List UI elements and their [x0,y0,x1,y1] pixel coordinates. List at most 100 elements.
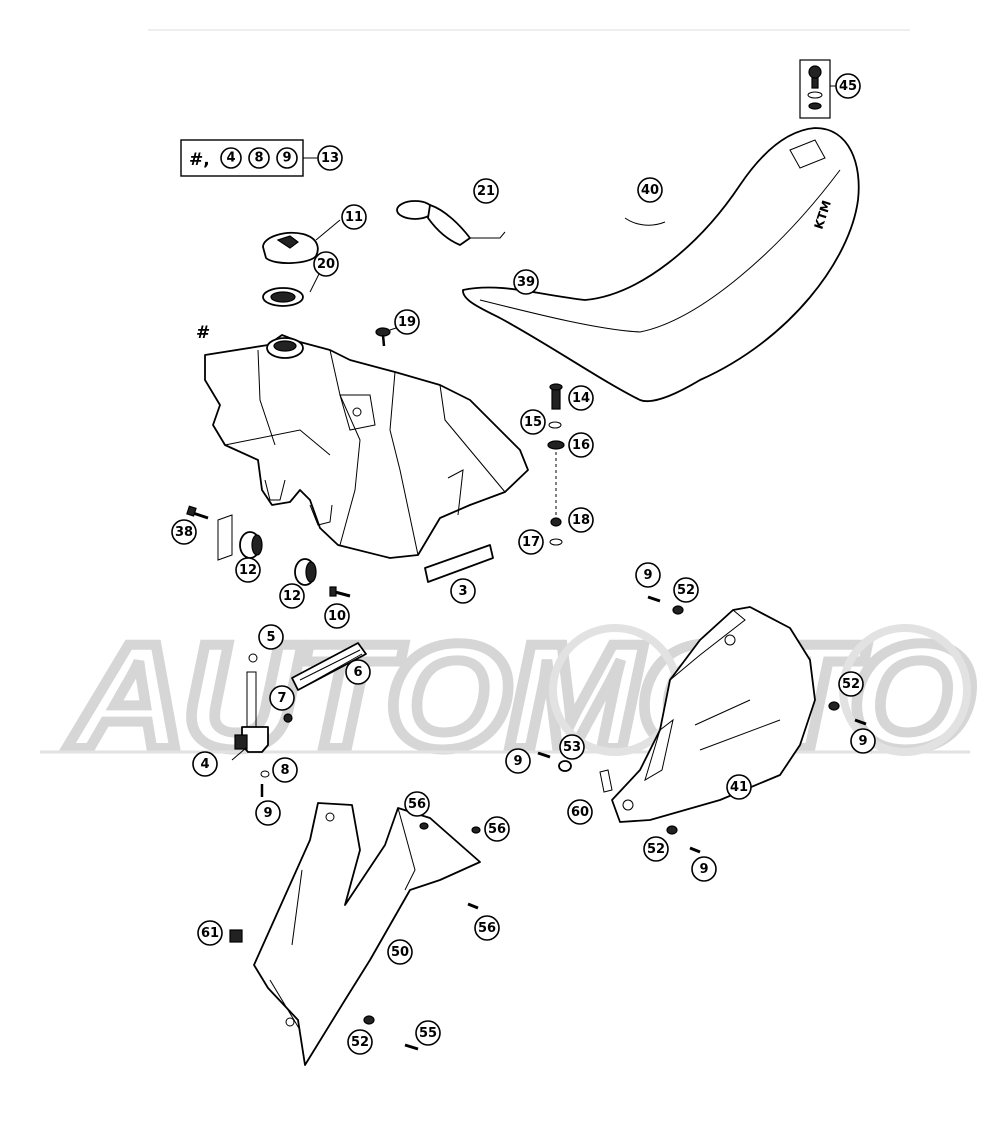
callout-label: 55 [419,1026,437,1041]
callout-label: 9 [699,862,708,877]
callout-circle [484,816,510,842]
callout-circle [673,577,699,603]
filler-seal [262,287,304,307]
callout-c61: 61 [197,920,223,946]
callout-label: 9 [263,806,272,821]
callout-label: 56 [488,822,506,837]
callout-c60: 60 [567,799,593,825]
fuel-tank: # [196,323,529,559]
callout-c52a: 52 [673,577,699,603]
callout-c53: 53 [559,734,585,760]
callout-c9e: 9 [691,856,717,882]
callout-circle [838,671,864,697]
callout-circle [255,800,281,826]
callout-circle [835,73,861,99]
callout-c55: 55 [415,1020,441,1046]
callout-circle [474,915,500,941]
filler-cap [262,219,341,293]
callout-c21: 21 [473,178,499,204]
callout-label: 14 [572,391,590,406]
callout-circle [450,578,476,604]
callout-c9d: 9 [505,748,531,774]
callout-c40: 40 [637,177,663,203]
callout-c17: 17 [518,529,544,555]
callout-label: 40 [641,183,659,198]
callout-c56c: 56 [474,915,500,941]
callout-circle [345,659,371,685]
callout-c15: 15 [520,409,546,435]
callout-c52d: 52 [347,1029,373,1055]
callout-label: 3 [458,584,467,599]
fuel-tap [231,653,293,797]
callout-circle [850,728,876,754]
callout-c41: 41 [726,774,752,800]
callout-c38: 38 [171,519,197,545]
kit-item-8: 8 [254,151,263,166]
callout-label: 5 [266,630,275,645]
callout-c16: 16 [568,432,594,458]
callout-circle [171,519,197,545]
callout-label: 15 [524,415,542,430]
callout-c13: 13 [317,145,343,171]
callout-label: 10 [328,609,346,624]
callout-circle [505,748,531,774]
callout-circle [197,920,223,946]
callout-c9b: 9 [850,728,876,754]
callout-circle [324,603,350,629]
callout-circle [279,583,305,609]
callout-label: 21 [477,184,495,199]
callout-circle [568,385,594,411]
callout-c9c: 9 [255,800,281,826]
callout-label: 61 [201,926,219,941]
callout-label: 60 [571,805,589,820]
kit-item-4: 4 [226,151,235,166]
callout-circle [387,939,413,965]
fuel-hose [291,642,367,691]
callout-label: 52 [842,677,860,692]
callout-c19: 19 [394,309,420,335]
callout-c50: 50 [387,939,413,965]
callout-label: 38 [175,525,193,540]
tank-label-strip [424,544,494,583]
callout-label: 7 [277,691,286,706]
callout-c6: 6 [345,659,371,685]
callout-circle [635,562,661,588]
callout-label: 52 [647,842,665,857]
callout-circle [559,734,585,760]
right-side-cover [611,606,816,823]
seat-strap [396,200,506,246]
callout-circle [404,791,430,817]
callout-label: 11 [345,210,363,225]
callout-circle [347,1029,373,1055]
callout-label: 9 [643,568,652,583]
callout-label: 17 [522,535,540,550]
callout-label: 6 [353,665,362,680]
callout-c12b: 12 [279,583,305,609]
callout-circle [513,269,539,295]
callout-label: 39 [517,275,535,290]
kit-item-9: 9 [282,151,291,166]
callout-c52b: 52 [838,671,864,697]
watermark: AUTOMOTO [40,607,981,785]
callout-label: 16 [572,438,590,453]
callout-circle [520,409,546,435]
callout-c14: 14 [568,385,594,411]
callout-circle [269,685,295,711]
callout-circle [258,624,284,650]
callout-circle [637,177,663,203]
callout-label: 19 [398,315,416,330]
callout-circle [192,751,218,777]
callout-circle [726,774,752,800]
callout-c9a: 9 [635,562,661,588]
left-side-cover [253,802,481,1066]
callout-circle [341,204,367,230]
callout-label: 8 [280,763,289,778]
callout-c8: 8 [272,757,298,783]
callout-c18: 18 [568,507,594,533]
callout-circle [568,432,594,458]
callout-label: 53 [563,740,581,755]
callout-label: 56 [408,797,426,812]
callout-label: 13 [321,151,339,166]
callout-circle [317,145,343,171]
